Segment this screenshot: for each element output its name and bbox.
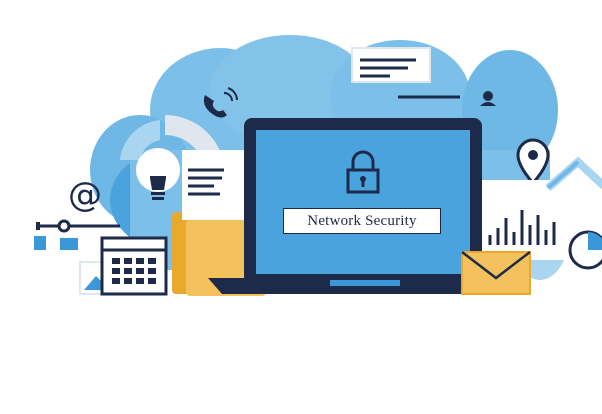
pie-chart-icon bbox=[568, 230, 602, 270]
document-icon bbox=[182, 150, 244, 220]
network-security-label: Network Security bbox=[283, 208, 441, 234]
phone-icon bbox=[203, 87, 238, 118]
calendar-icon bbox=[100, 236, 168, 296]
lightbulb-icon bbox=[136, 148, 180, 200]
chat-bubble-icon bbox=[351, 47, 431, 83]
envelope-icon bbox=[461, 251, 531, 295]
bar-chart-icon bbox=[480, 180, 570, 260]
at-sign-icon: @ bbox=[68, 175, 102, 215]
user-icon bbox=[398, 91, 496, 106]
house-icon bbox=[545, 156, 602, 192]
slider-icon bbox=[34, 219, 120, 250]
svg-text:@: @ bbox=[68, 175, 102, 215]
lock-icon bbox=[346, 150, 380, 194]
laptop-icon bbox=[208, 118, 520, 294]
